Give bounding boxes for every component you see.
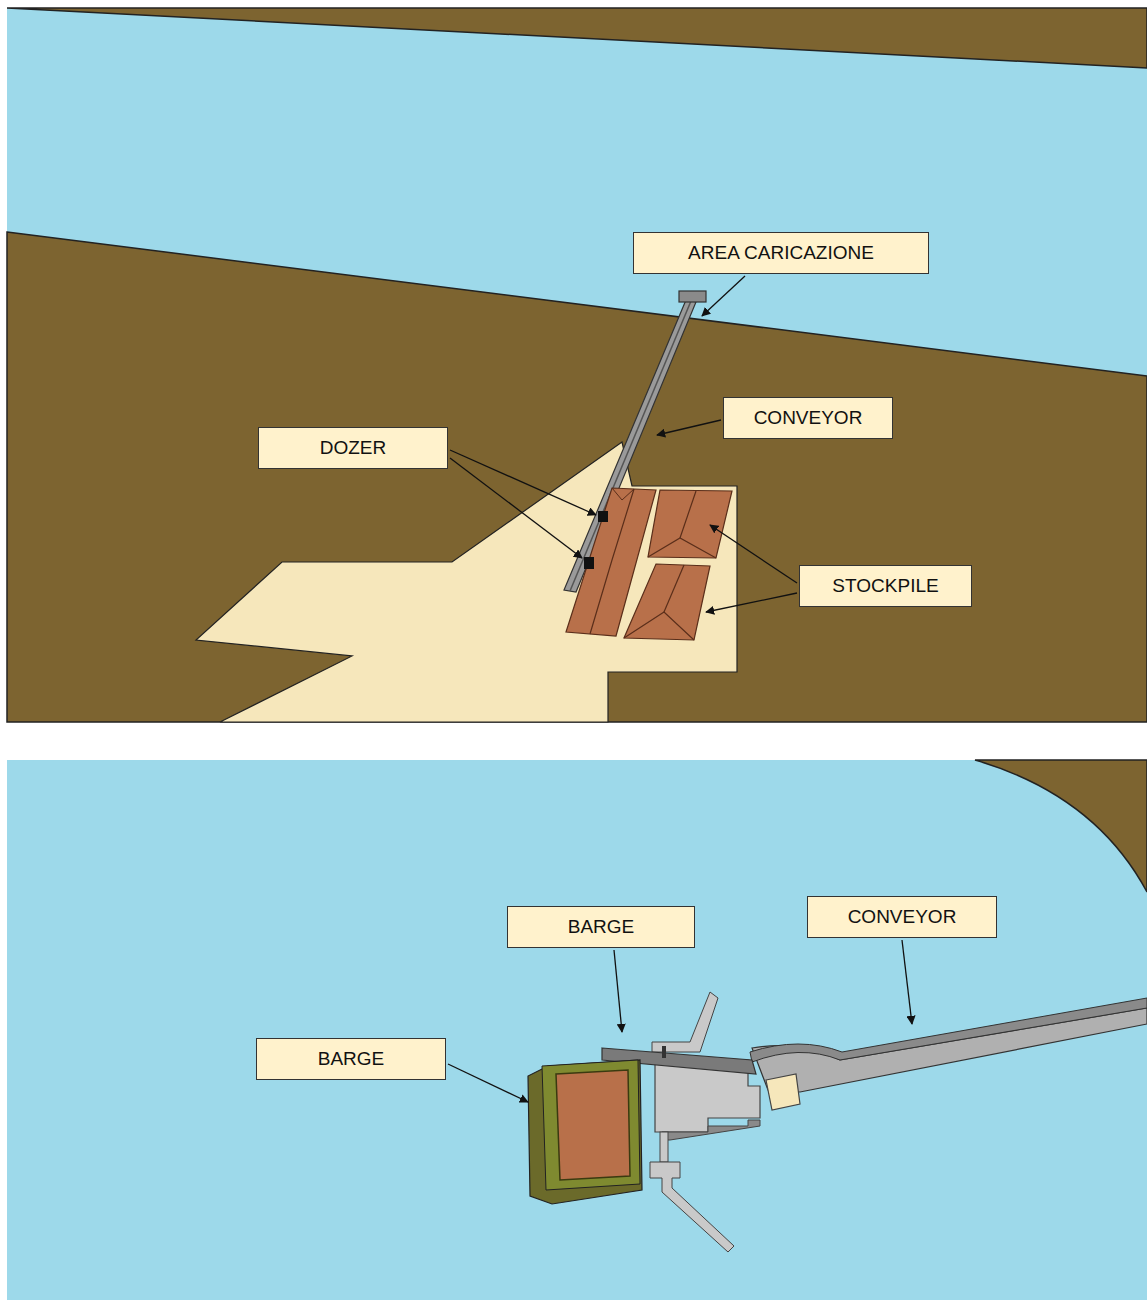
callout-box: CONVEYOR — [723, 397, 893, 439]
callout-label: CONVEYOR — [754, 407, 863, 429]
callout-box: DOZER — [258, 427, 448, 469]
callout-label: BARGE — [568, 916, 635, 938]
callout-label: CONVEYOR — [848, 906, 957, 928]
callout-label: DOZER — [320, 437, 387, 459]
callout-box: STOCKPILE — [799, 565, 972, 607]
callout-label: STOCKPILE — [832, 575, 938, 597]
callout-box: BARGE — [256, 1038, 446, 1080]
callout-label: AREA CARICAZIONE — [688, 242, 874, 264]
callout-box: AREA CARICAZIONE — [633, 232, 929, 274]
callout-box: BARGE — [507, 906, 695, 948]
callout-box: CONVEYOR — [807, 896, 997, 938]
callout-label: BARGE — [318, 1048, 385, 1070]
